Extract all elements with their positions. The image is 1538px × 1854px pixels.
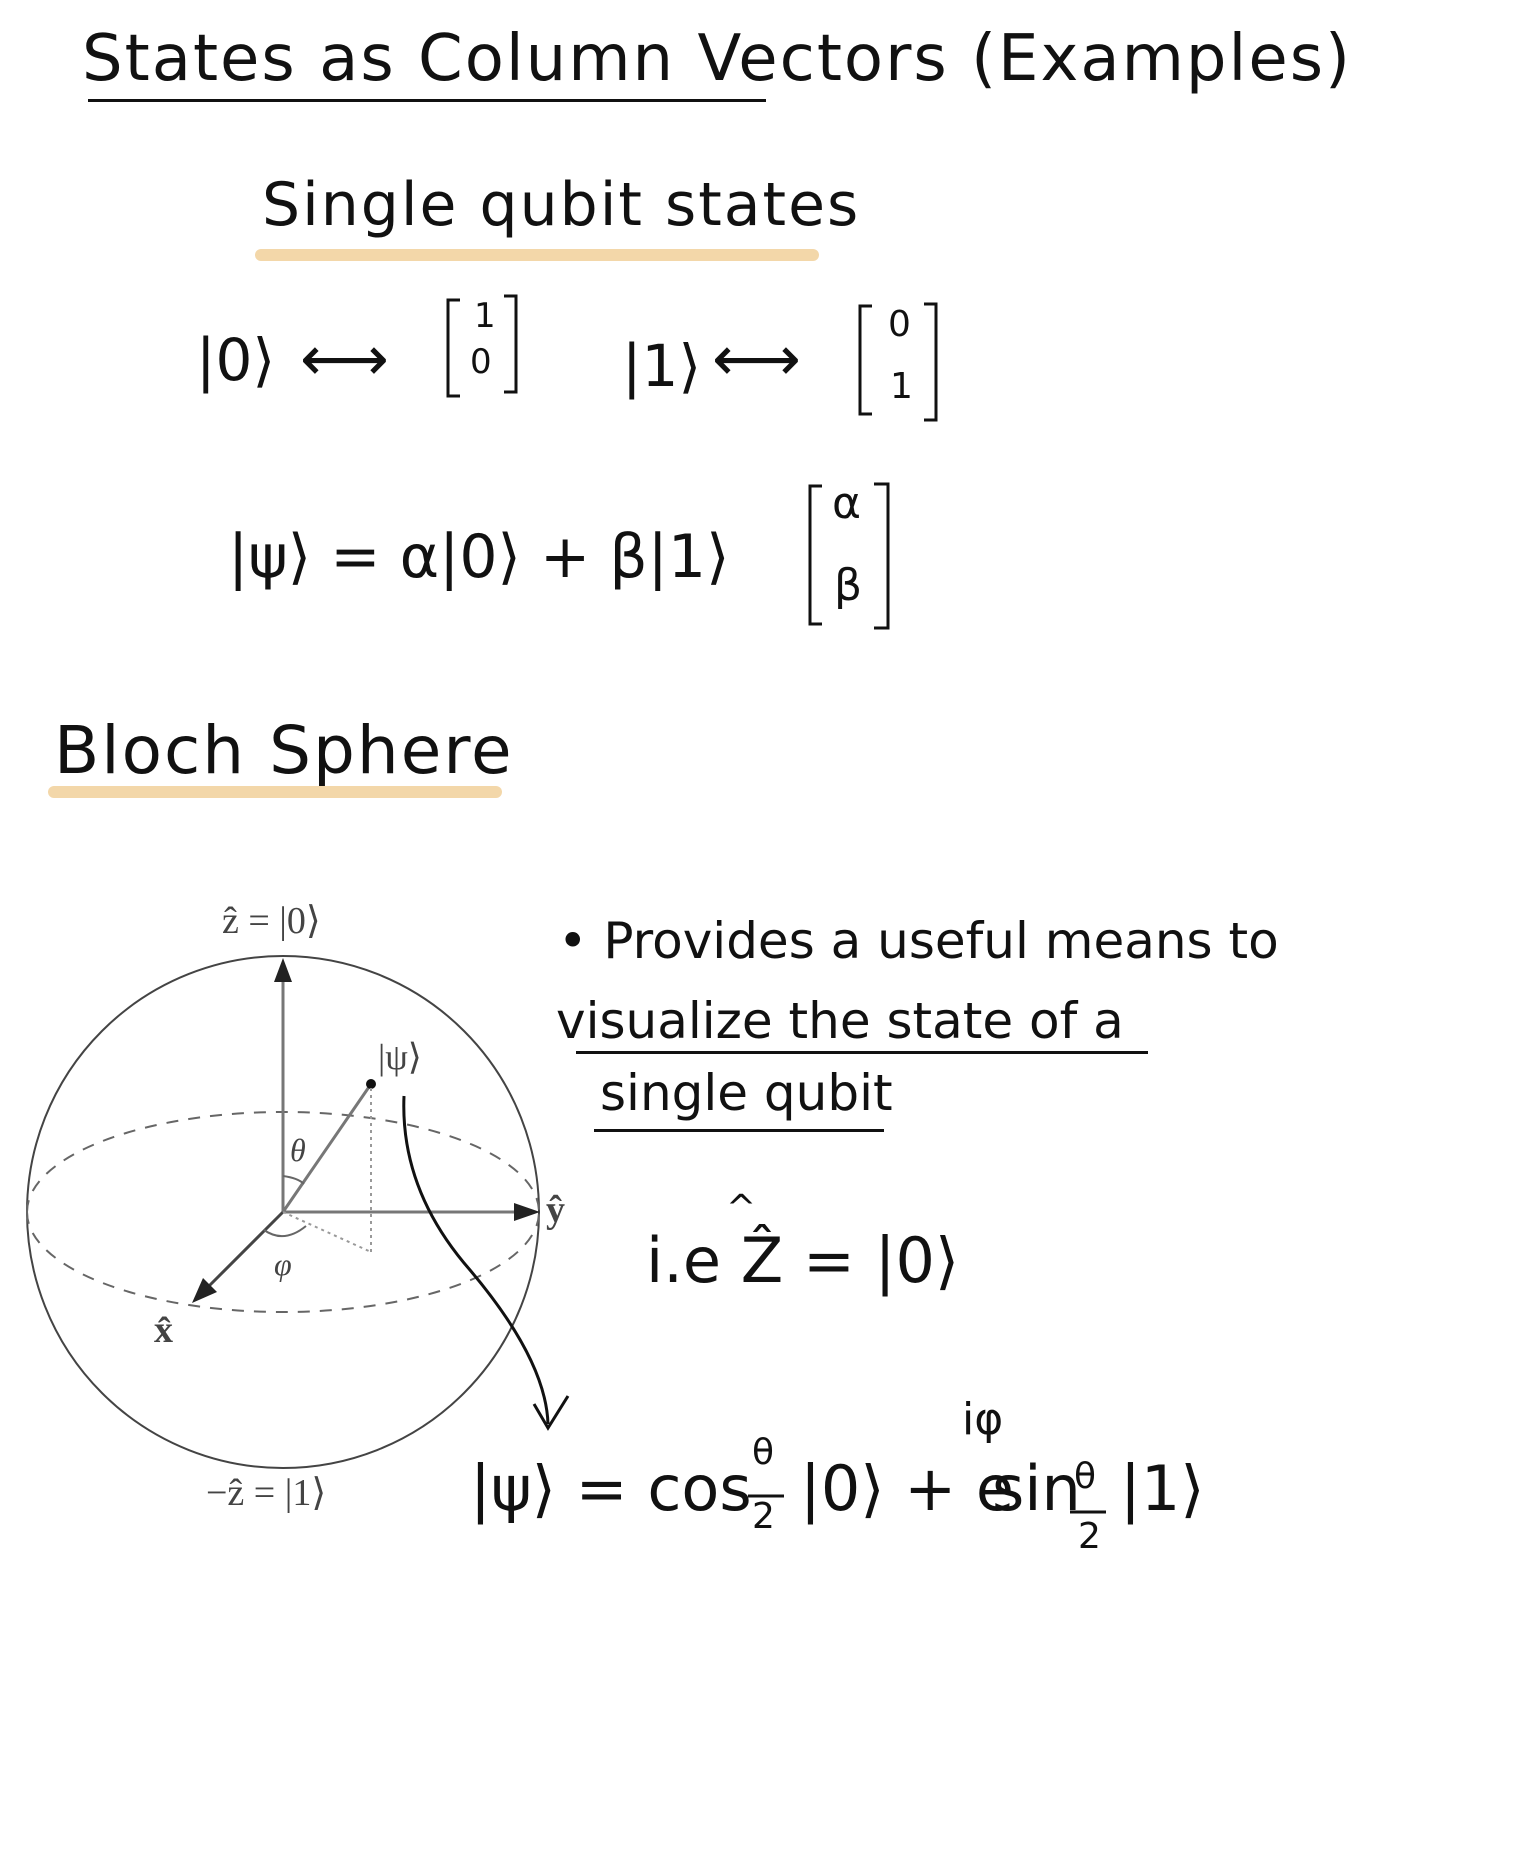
section-heading-bloch-sphere: Bloch Sphere [54, 712, 514, 789]
y-arrowhead [514, 1203, 540, 1221]
title-underline [88, 99, 766, 102]
theta-label: θ [290, 1132, 306, 1168]
note-line-2: visualize the state of a [556, 992, 1124, 1050]
formula-theta-2: θ [1074, 1456, 1097, 1497]
equator-front [26, 1211, 540, 1313]
x-arrowhead [192, 1278, 217, 1303]
phi-label: φ [274, 1246, 292, 1282]
vec0-bottom: 0 [470, 342, 492, 382]
formula-ket1-term: |1⟩ [1120, 1452, 1205, 1525]
note-line-3-underline [594, 1129, 884, 1132]
note-line-1: • Provides a useful means to [558, 912, 1279, 970]
formula-left: |ψ⟩ = cos [470, 1452, 752, 1525]
y-axis-label: ŷ [546, 1189, 565, 1231]
vec0-top: 1 [474, 296, 496, 336]
psi-expression: |ψ⟩ = α|0⟩ + β|1⟩ [228, 522, 730, 592]
formula-theta-1: θ [752, 1432, 775, 1473]
formula-den-2: 2 [1078, 1516, 1101, 1557]
formula-sin: sin [992, 1452, 1081, 1525]
x-axis [203, 1210, 285, 1292]
formula-exponent: iφ [962, 1394, 1004, 1445]
vec1-top: 0 [888, 304, 911, 345]
psi-projection-ground [282, 1211, 372, 1253]
z-hat-caret: ^ [726, 1188, 757, 1229]
z-top-label: ẑ = |0⟩ [222, 900, 321, 942]
bloch-sphere [26, 955, 540, 1469]
bloch-heading-highlight [48, 786, 502, 798]
psi-arrow-head [532, 1395, 570, 1431]
vec1-bottom: 1 [890, 366, 913, 407]
psi-vec-alpha: α [832, 478, 862, 529]
vec1-brackets [858, 302, 938, 422]
double-arrow-1: ⟷ [300, 322, 389, 395]
psi-vector [281, 1083, 373, 1213]
formula-ket0-term: |0⟩ + e [800, 1452, 1015, 1525]
psi-vec-beta: β [834, 560, 863, 611]
formula-den-1: 2 [752, 1496, 775, 1537]
psi-vec-brackets [808, 482, 890, 630]
z-arrowhead [274, 958, 292, 982]
z-bottom-label: −ẑ = |1⟩ [206, 1472, 327, 1514]
psi-point [366, 1079, 376, 1089]
theta-arc [282, 1175, 305, 1185]
phi-arc [263, 1225, 307, 1237]
section-heading-single-qubit: Single qubit states [262, 170, 861, 240]
x-axis-label: x̂ [154, 1309, 173, 1351]
psi-to-formula-arrow [402, 1095, 550, 1425]
psi-point-label: |ψ⟩ [378, 1037, 422, 1077]
section-heading-highlight [255, 249, 819, 261]
vec0-brackets [446, 294, 518, 398]
example-z-equals-zero: i.e Ẑ = |0⟩ [646, 1224, 960, 1297]
note-line-3: single qubit [600, 1064, 893, 1122]
ket-zero: |0⟩ [196, 326, 276, 394]
note-line-2-underline [576, 1051, 1148, 1054]
double-arrow-2: ⟷ [712, 322, 801, 395]
ket-one: |1⟩ [622, 332, 702, 400]
page-title: States as Column Vectors (Examples) [82, 22, 1352, 96]
